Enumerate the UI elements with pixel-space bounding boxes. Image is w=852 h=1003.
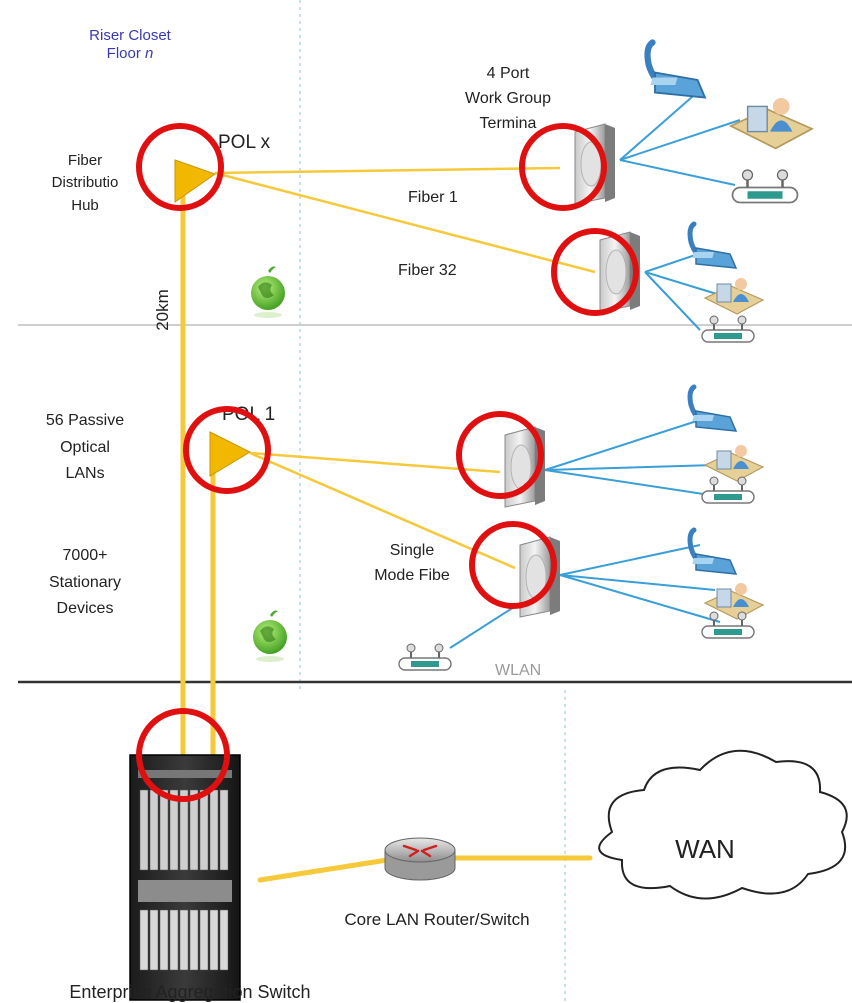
terminal-line2: Work Group (465, 90, 551, 107)
pc-user-icon (704, 444, 764, 482)
fiber-hub-line2: Distributio (52, 174, 119, 191)
splitter-icon (209, 431, 252, 477)
cloud-icon (598, 749, 848, 900)
single-mode-line2: Mode Fibe (374, 567, 450, 584)
highlight-circle (136, 123, 224, 211)
passive-lans-line3: LANs (65, 465, 104, 482)
wireless-ap-icon (398, 643, 452, 671)
distance-label: 20km (153, 289, 172, 331)
wireless-ap-icon (701, 315, 755, 343)
highlight-circle (519, 123, 607, 211)
aggregation-switch-label: Enterprise Aggregation Switch (69, 982, 310, 1002)
wireless-ap-icon (701, 476, 755, 504)
fiber-links (180, 177, 593, 883)
riser-closet-line1: Riser Closet (89, 27, 172, 44)
ip-phone-icon (690, 530, 736, 574)
stationary-devices-line2: Stationary (49, 574, 121, 591)
highlight-circles (136, 123, 639, 802)
wlan-label: WLAN (495, 662, 541, 679)
fiber-32-label: Fiber 32 (398, 262, 457, 279)
ip-phone-icon (648, 43, 706, 98)
riser-closet-line2: Floor n (107, 45, 154, 62)
single-mode-line1: Single (390, 542, 435, 559)
stationary-devices-line3: Devices (57, 600, 114, 617)
pc-user-icon (729, 97, 813, 150)
wireless-ap-icon (701, 611, 755, 639)
pol-x-label: POL x (218, 132, 271, 153)
fiber-hub-line1: Fiber (68, 152, 102, 169)
passive-lans-line2: Optical (60, 439, 110, 456)
fiber-1-label: Fiber 1 (408, 189, 458, 206)
chassis-switch-icon (129, 754, 241, 1001)
passive-lans-line1: 56 Passive (46, 412, 124, 429)
green-globe-icon (253, 610, 287, 662)
highlight-circle (456, 411, 544, 499)
fiber-branches (214, 166, 596, 570)
terminal-line1: 4 Port (487, 65, 530, 82)
ip-phone-icon (690, 224, 736, 268)
wireless-ap-icon (731, 168, 799, 204)
ip-phone-icon (690, 387, 736, 431)
splitter-icon (174, 159, 217, 203)
highlight-circle (183, 406, 271, 494)
highlight-circle (551, 228, 639, 316)
wan-label: WAN (675, 834, 735, 864)
green-globe-icon (251, 266, 285, 318)
highlight-circle (469, 521, 557, 609)
router-icon (384, 837, 456, 881)
stationary-devices-line1: 7000+ (63, 547, 108, 564)
terminal-line3: Termina (480, 115, 537, 132)
pc-user-icon (704, 277, 764, 315)
highlight-circle (136, 708, 230, 802)
core-router-label: Core LAN Router/Switch (344, 910, 529, 929)
fiber-hub-line3: Hub (71, 197, 99, 214)
